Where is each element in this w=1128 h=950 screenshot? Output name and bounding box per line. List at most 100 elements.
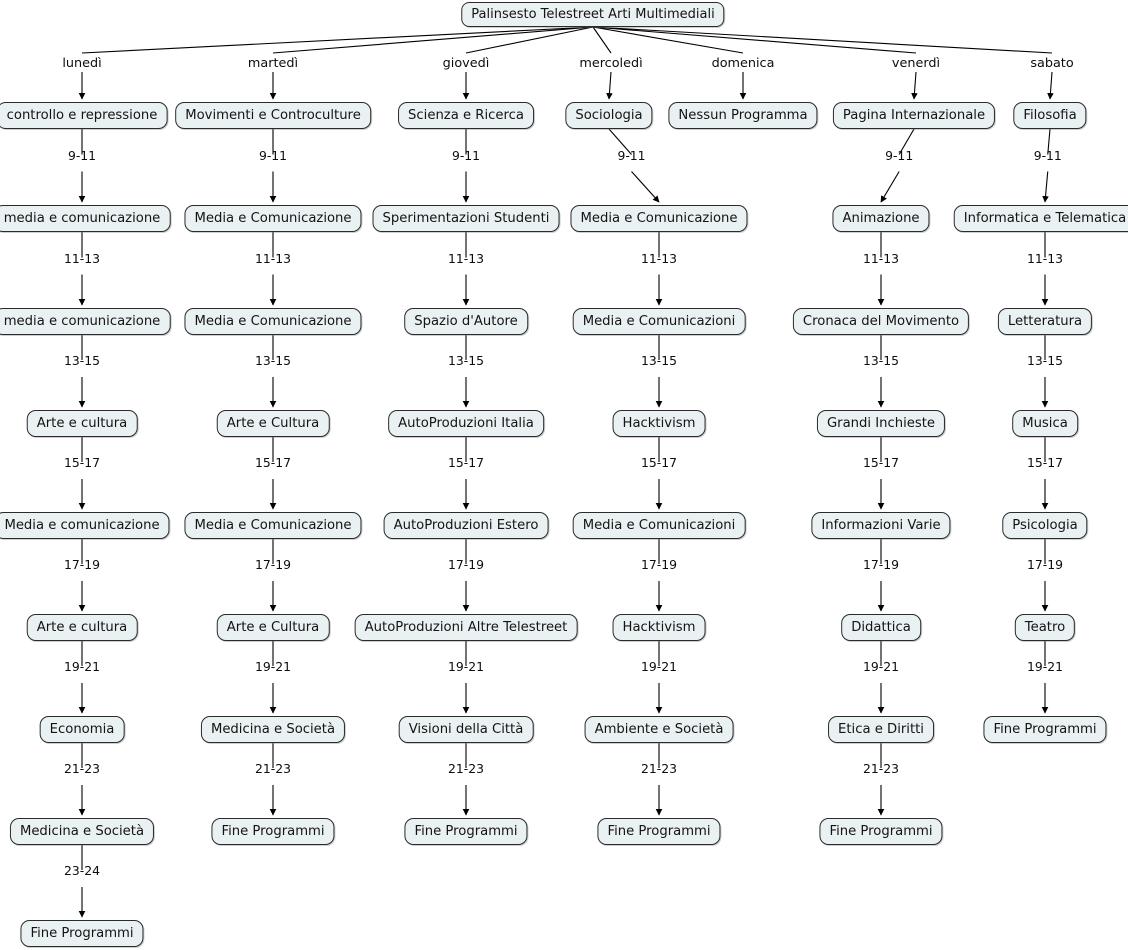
program-node-mercoledi-5[interactable]: Hacktivism (612, 614, 706, 641)
time-slot-label-sabato-3: 15-17 (1026, 455, 1064, 470)
program-node-lunedi-1[interactable]: media e comunicazione (0, 205, 171, 232)
time-slot-label-lunedi-1: 11-13 (63, 250, 101, 266)
program-node-giovedi-1[interactable]: Sperimentazioni Studenti (372, 205, 560, 232)
program-node-venerdi-6[interactable]: Etica e Diritti (828, 716, 934, 743)
program-node-lunedi-4[interactable]: Media e comunicazione (0, 512, 170, 539)
program-node-martedi-3[interactable]: Arte e Cultura (216, 410, 330, 437)
program-node-sabato-1[interactable]: Informatica e Telematica (953, 205, 1128, 232)
program-node-giovedi-4[interactable]: AutoProduzioni Estero (383, 512, 549, 539)
time-slot-label-venerdi-1: 11-13 (862, 250, 900, 266)
program-node-mercoledi-7[interactable]: Fine Programmi (597, 818, 721, 845)
time-slot-label-lunedi-5: 19-21 (63, 659, 101, 674)
time-slot-label-mercoledi-3: 15-17 (640, 455, 678, 470)
day-venerdi-to-node-0-edge (911, 71, 918, 100)
program-node-venerdi-3[interactable]: Grandi Inchieste (816, 410, 946, 437)
program-node-mercoledi-2[interactable]: Media e Comunicazioni (572, 308, 746, 335)
time-slot-label-sabato-5: 19-21 (1026, 659, 1064, 674)
program-node-martedi-2[interactable]: Media e Comunicazione (184, 308, 362, 335)
time-slot-label-venerdi-2: 13-15 (862, 353, 900, 368)
root-to-venerdi-edge (592, 26, 917, 54)
program-node-lunedi-3[interactable]: Arte e cultura (26, 410, 138, 437)
program-node-sabato-5[interactable]: Teatro (1014, 614, 1076, 641)
time-slot-label-sabato-2: 13-15 (1026, 353, 1064, 368)
program-node-martedi-4[interactable]: Media e Comunicazione (184, 512, 362, 539)
time-slot-label-mercoledi-6: 21-23 (640, 761, 678, 776)
program-node-sabato-2[interactable]: Letteratura (997, 308, 1093, 335)
program-node-martedi-1[interactable]: Media e Comunicazione (184, 205, 362, 232)
day-label-venerdi: venerdì (891, 56, 941, 71)
time-slot-label-martedi-1: 11-13 (254, 250, 292, 266)
day-label-giovedi: giovedì (442, 56, 490, 71)
program-node-sabato-3[interactable]: Musica (1012, 410, 1078, 437)
time-slot-label-venerdi-3: 15-17 (862, 455, 900, 470)
program-node-martedi-5[interactable]: Arte e Cultura (216, 614, 330, 641)
slot-edge-mercoledi-0-b (631, 171, 660, 203)
time-slot-label-giovedi-1: 11-13 (447, 250, 485, 266)
slot-edge-venerdi-0-b (880, 171, 900, 203)
time-slot-label-lunedi-3: 15-17 (63, 455, 101, 470)
program-node-lunedi-6[interactable]: Economia (39, 716, 125, 743)
time-slot-label-mercoledi-5: 19-21 (640, 659, 678, 674)
program-node-martedi-6[interactable]: Medicina e Società (200, 716, 346, 743)
day-mercoledi-to-node-0-edge (606, 71, 613, 100)
program-node-giovedi-0[interactable]: Scienza e Ricerca (398, 102, 534, 129)
time-slot-label-martedi-6: 21-23 (254, 761, 292, 776)
program-node-sabato-4[interactable]: Psicologia (1002, 512, 1088, 539)
program-node-giovedi-2[interactable]: Spazio d'Autore (404, 308, 528, 335)
day-label-sabato: sabato (1030, 56, 1074, 71)
program-node-venerdi-4[interactable]: Informazioni Varie (811, 512, 951, 539)
time-slot-label-sabato-0: 9-11 (1033, 147, 1062, 163)
program-node-venerdi-7[interactable]: Fine Programmi (819, 818, 943, 845)
time-slot-label-giovedi-0: 9-11 (451, 147, 481, 163)
root-to-giovedi-edge (465, 26, 594, 54)
program-node-mercoledi-1[interactable]: Media e Comunicazione (570, 205, 748, 232)
program-node-mercoledi-4[interactable]: Media e Comunicazioni (572, 512, 746, 539)
program-node-lunedi-8[interactable]: Fine Programmi (20, 920, 144, 947)
program-node-giovedi-3[interactable]: AutoProduzioni Italia (388, 410, 544, 437)
time-slot-label-mercoledi-4: 17-19 (640, 557, 678, 572)
time-slot-label-sabato-4: 17-19 (1026, 557, 1064, 572)
time-slot-label-martedi-3: 15-17 (254, 455, 292, 470)
time-slot-label-giovedi-6: 21-23 (447, 761, 485, 776)
program-node-lunedi-7[interactable]: Medicina e Società (9, 818, 155, 845)
program-node-lunedi-2[interactable]: media e comunicazione (0, 308, 171, 335)
program-node-venerdi-0[interactable]: Pagina Internazionale (832, 102, 996, 129)
time-slot-label-lunedi-2: 13-15 (63, 353, 101, 368)
program-node-sabato-0[interactable]: Filosofia (1013, 102, 1087, 129)
program-node-mercoledi-0[interactable]: Sociologia (565, 102, 653, 129)
time-slot-label-martedi-5: 19-21 (254, 659, 292, 674)
time-slot-label-lunedi-7: 23-24 (63, 863, 101, 878)
program-node-sabato-6[interactable]: Fine Programmi (983, 716, 1107, 743)
program-node-venerdi-1[interactable]: Animazione (832, 205, 930, 232)
program-node-martedi-7[interactable]: Fine Programmi (211, 818, 335, 845)
program-node-martedi-0[interactable]: Movimenti e Controculture (175, 102, 371, 129)
slot-edge-sabato-0-b (1042, 171, 1049, 203)
program-node-venerdi-5[interactable]: Didattica (841, 614, 921, 641)
program-node-lunedi-5[interactable]: Arte e cultura (26, 614, 138, 641)
program-node-mercoledi-3[interactable]: Hacktivism (612, 410, 706, 437)
time-slot-label-sabato-1: 11-13 (1026, 250, 1064, 266)
program-node-domenica-0[interactable]: Nessun Programma (668, 102, 818, 129)
program-node-giovedi-7[interactable]: Fine Programmi (404, 818, 528, 845)
time-slot-label-lunedi-6: 21-23 (63, 761, 101, 776)
program-node-mercoledi-6[interactable]: Ambiente e Società (584, 716, 734, 743)
root-node[interactable]: Palinsesto Telestreet Arti Multimediali (461, 2, 725, 27)
program-node-giovedi-6[interactable]: Visioni della Città (398, 716, 534, 743)
time-slot-label-lunedi-4: 17-19 (63, 557, 101, 572)
program-node-giovedi-5[interactable]: AutoProduzioni Altre Telestreet (354, 614, 578, 641)
time-slot-label-giovedi-3: 15-17 (447, 455, 485, 470)
time-slot-label-venerdi-5: 19-21 (862, 659, 900, 674)
time-slot-label-martedi-2: 13-15 (254, 353, 292, 368)
program-node-venerdi-2[interactable]: Cronaca del Movimento (792, 308, 970, 335)
time-slot-label-martedi-0: 9-11 (258, 147, 288, 163)
time-slot-label-mercoledi-1: 11-13 (640, 250, 678, 266)
time-slot-label-mercoledi-0: 9-11 (617, 147, 646, 163)
day-sabato-to-node-0-edge (1047, 71, 1054, 100)
time-slot-label-mercoledi-2: 13-15 (640, 353, 678, 368)
root-to-mercoledi-edge (592, 26, 612, 54)
time-slot-label-martedi-4: 17-19 (254, 557, 292, 572)
program-node-lunedi-0[interactable]: controllo e repressione (0, 102, 168, 129)
day-label-lunedi: lunedì (62, 56, 102, 71)
